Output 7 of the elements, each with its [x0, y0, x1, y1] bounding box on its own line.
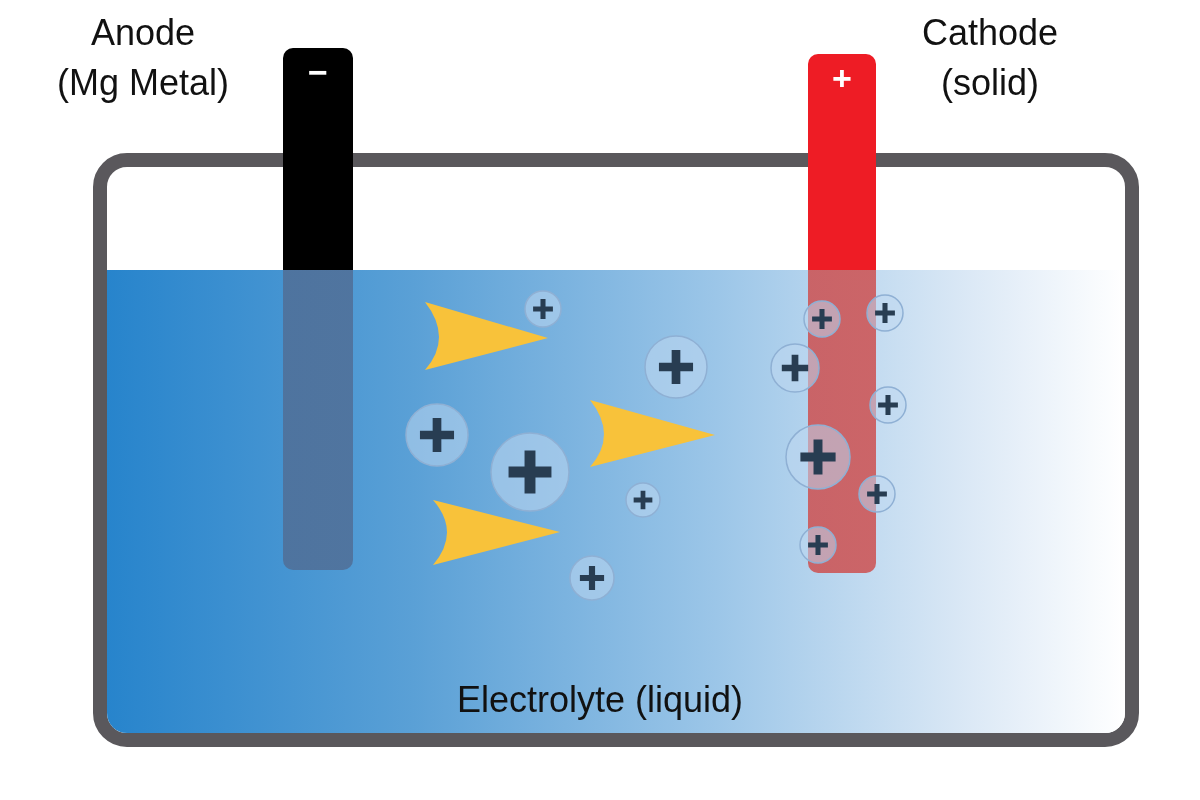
electrode-label: Cathode (solid)	[920, 11, 1060, 105]
electrode-label: Anode (Mg Metal)	[56, 11, 230, 105]
cathode-electrode	[808, 54, 876, 573]
plus-sign: +	[832, 58, 852, 98]
anode-electrode	[283, 48, 353, 570]
minus-sign: −	[308, 52, 328, 92]
electrolyte-label: Electrolyte (liquid)	[457, 678, 744, 722]
